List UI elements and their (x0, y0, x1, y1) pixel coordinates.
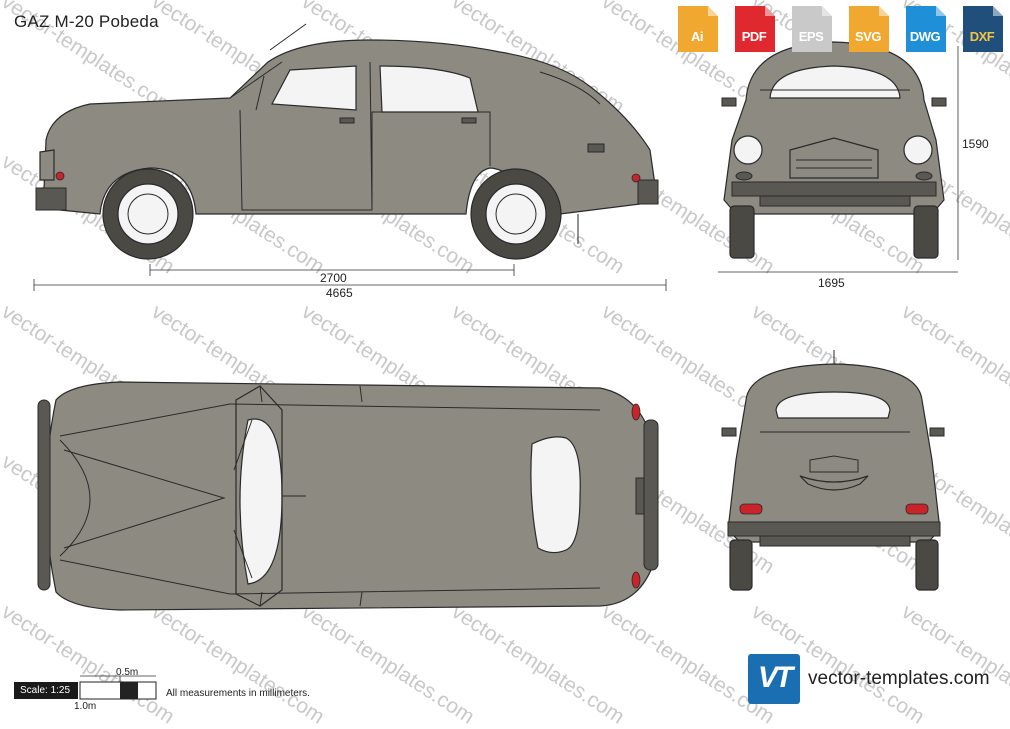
wheelbase-label: 2700 (320, 271, 347, 285)
format-eps-button[interactable]: EPS (786, 4, 836, 54)
height-label: 1590 (962, 137, 989, 151)
scale-one-meter: 1.0m (74, 701, 97, 712)
format-svg-button[interactable]: SVG (843, 4, 893, 54)
width-label: 1695 (818, 276, 845, 290)
rear-view (721, 350, 945, 591)
format-ai-button[interactable]: Ai (672, 4, 722, 54)
format-dxf-button[interactable]: DXF (957, 4, 1007, 54)
side-dimensions (33, 264, 667, 291)
file-icon (792, 6, 832, 52)
logo-text: VT (757, 661, 793, 694)
side-view (35, 23, 659, 260)
file-icon (735, 6, 775, 52)
file-icon (849, 6, 889, 52)
measurement-note: All measurements in millimeters. (166, 688, 310, 699)
scale-label: Scale: 1:25 (14, 682, 78, 699)
file-icon (678, 6, 718, 52)
front-view (721, 41, 947, 259)
length-label: 4665 (326, 286, 353, 300)
format-badges: Ai PDF EPS SVG DWG DXF (672, 4, 1007, 54)
top-view (37, 381, 659, 611)
page-title: GAZ M-20 Pobeda (14, 12, 159, 31)
format-pdf-button[interactable]: PDF (729, 4, 779, 54)
front-dimensions (718, 46, 959, 273)
file-icon (963, 6, 1003, 52)
scale-bar (79, 675, 157, 700)
scale-half-meter: 0.5m (116, 667, 139, 678)
format-dwg-button[interactable]: DWG (900, 4, 950, 54)
file-icon (906, 6, 946, 52)
site-link[interactable]: vector-templates.com (808, 668, 990, 689)
car-blueprint: .b { fill: #8d8a82; stroke: #2a2a2a; str… (33, 23, 959, 700)
brand-logo[interactable]: VT (748, 654, 800, 704)
